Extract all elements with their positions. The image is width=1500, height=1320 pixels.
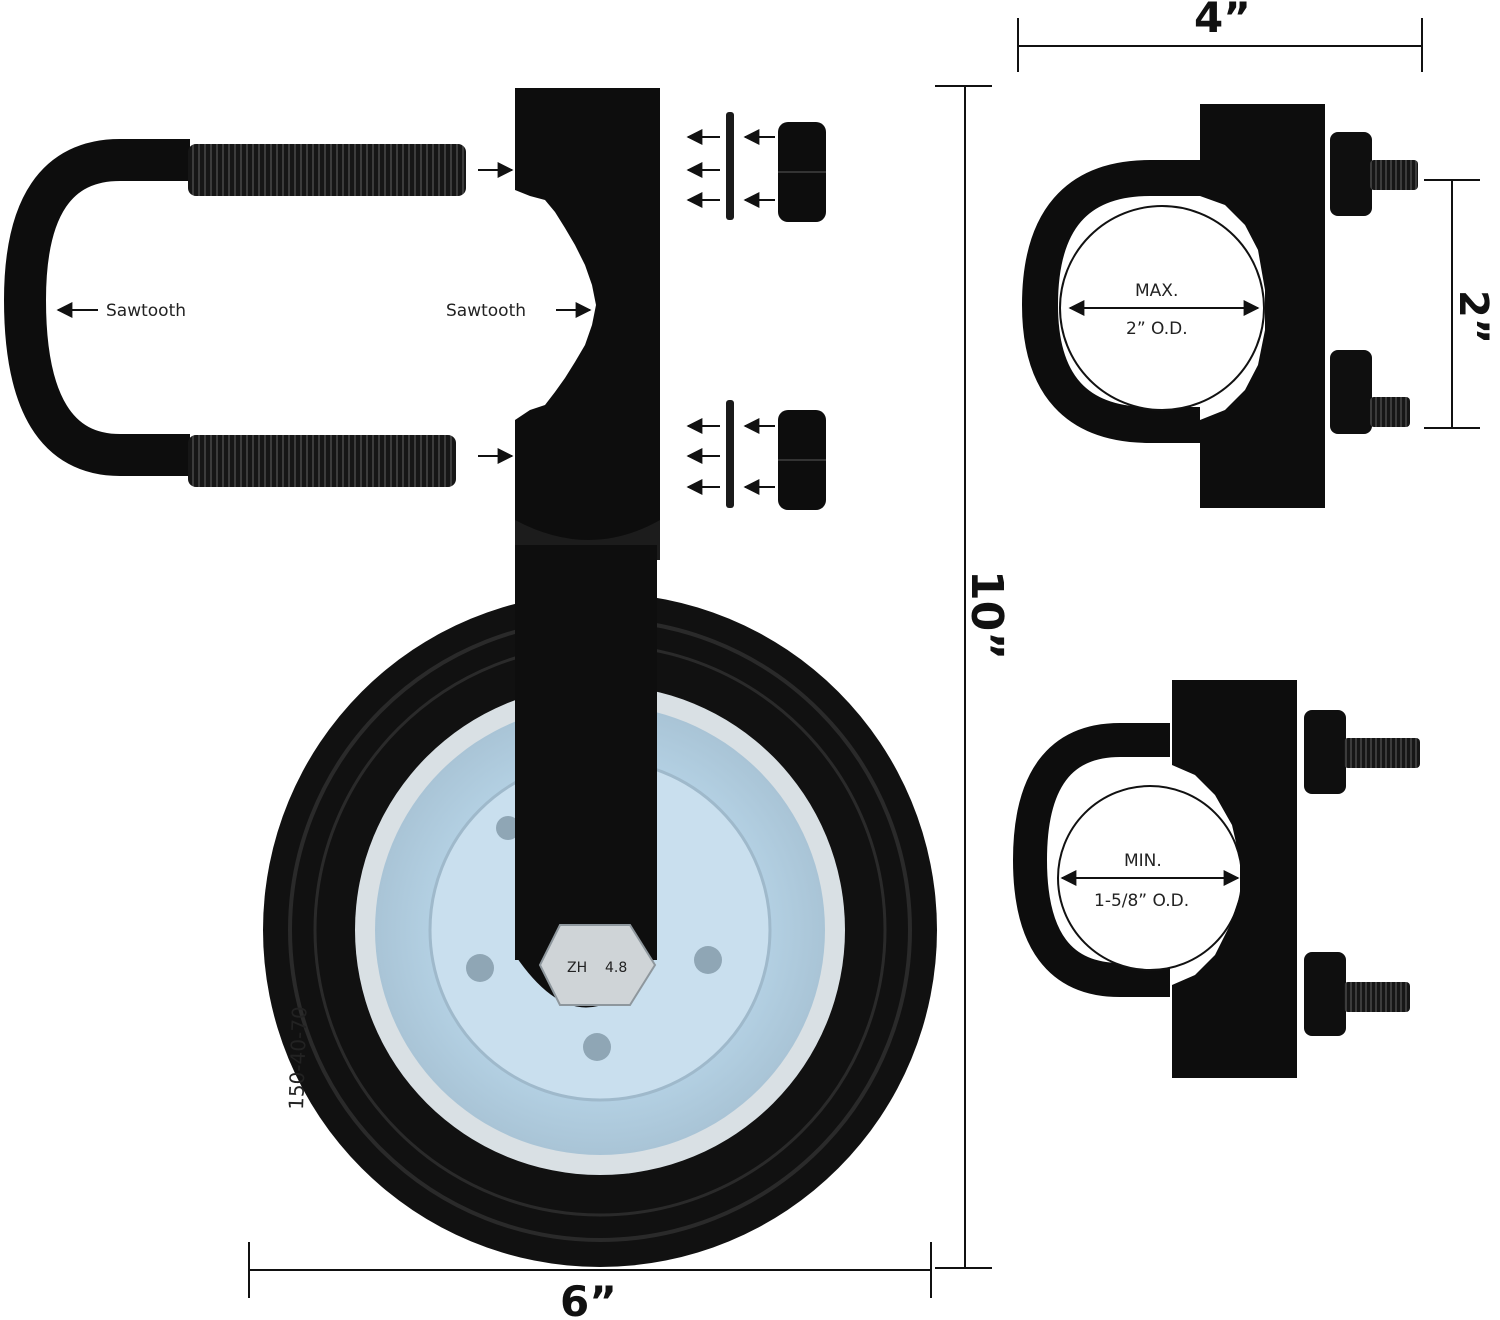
- bolt-mark-right: 4.8: [605, 960, 627, 976]
- dimension-4in: 4”: [1017, 0, 1423, 72]
- max-bracket: [1200, 104, 1325, 508]
- clamp-max: MAX. 2” O.D.: [1021, 104, 1418, 508]
- u-bolt-top-thread: [188, 144, 466, 196]
- axle-bolt: ZH 4.8: [538, 924, 657, 1006]
- max-label: MAX.: [1135, 281, 1178, 301]
- dimension-2in: 2”: [1424, 179, 1496, 429]
- height-total-label: 10”: [961, 570, 1012, 660]
- rivet: [466, 954, 494, 982]
- min-bracket: [1172, 680, 1297, 1078]
- washer-bottom: [726, 400, 734, 508]
- sawtooth-label-left: Sawtooth: [106, 301, 186, 321]
- tire-marking: 150-40-70: [284, 1006, 312, 1110]
- bolt-mark-left: ZH: [567, 960, 587, 976]
- rivet: [496, 816, 520, 840]
- width-top-label: 4”: [1194, 0, 1251, 42]
- max-nut-bottom: [1330, 350, 1372, 434]
- sawtooth-label-right: Sawtooth: [446, 301, 526, 321]
- height-side-label: 2”: [1450, 290, 1496, 344]
- min-nut-top: [1304, 710, 1346, 794]
- washer-top: [726, 112, 734, 220]
- rivet: [583, 1033, 611, 1061]
- dimension-10in: 10”: [935, 85, 1012, 1269]
- dimension-6in: 6”: [248, 1242, 932, 1320]
- washer-nut-bottom: [686, 400, 826, 510]
- min-nut-bottom: [1304, 952, 1346, 1036]
- max-size-label: 2” O.D.: [1126, 319, 1188, 339]
- min-label: MIN.: [1124, 851, 1162, 871]
- u-bolt-bottom-thread: [188, 435, 456, 487]
- width-bottom-label: 6”: [560, 1277, 617, 1320]
- washer-nut-top: [686, 112, 826, 222]
- rivet: [694, 946, 722, 974]
- max-nut-top: [1330, 132, 1372, 216]
- u-bolt: [3, 139, 466, 487]
- clamp-min: MIN. 1-5/8” O.D.: [1012, 680, 1420, 1078]
- min-size-label: 1-5/8” O.D.: [1094, 891, 1189, 911]
